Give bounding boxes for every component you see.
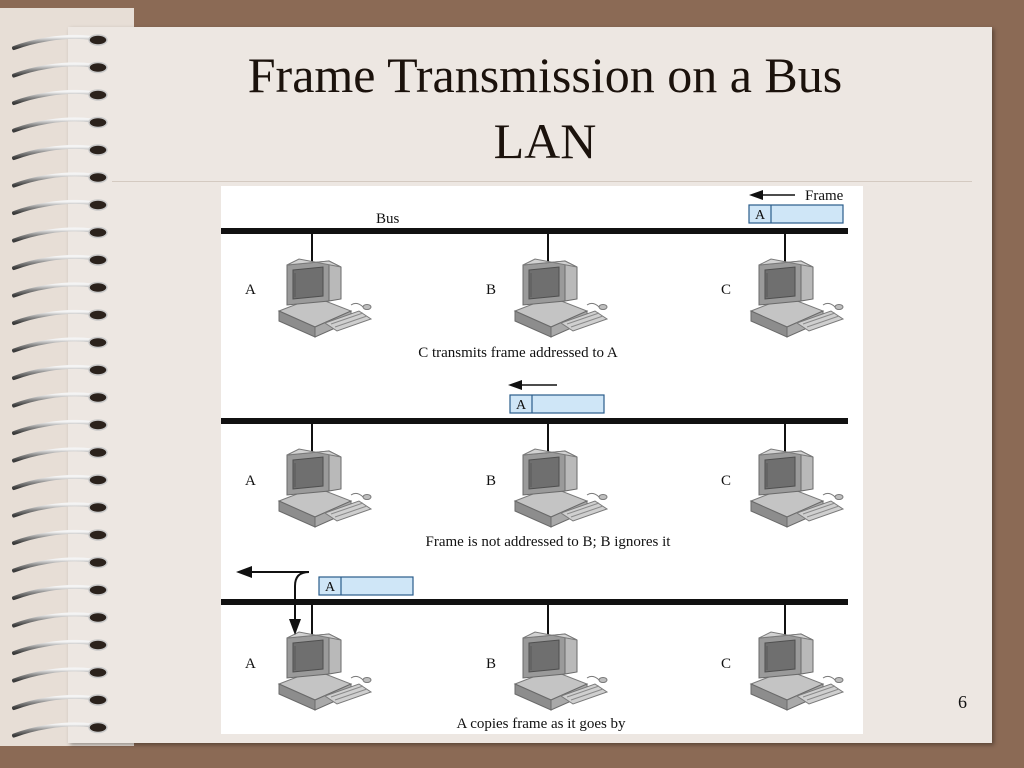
binding-coil — [12, 309, 108, 325]
binding-coil — [12, 474, 108, 490]
station-label-b: B — [486, 473, 496, 489]
frame-box — [509, 394, 605, 414]
binding-coil — [12, 556, 108, 573]
binding-coil — [12, 721, 108, 738]
binding-coil — [12, 61, 108, 78]
slide-title: Frame Transmission on a Bus LAN — [130, 42, 960, 174]
bus-label: Bus — [376, 211, 400, 227]
binding-coil — [12, 501, 108, 518]
bus-lan-diagram: Bus A B C A Frame C transmits frame addr… — [221, 188, 848, 732]
panel-1: Bus A B C A Frame C transmits frame addr… — [221, 188, 848, 361]
arrow-left-icon — [236, 566, 252, 578]
station-label-b: B — [486, 656, 496, 672]
frame-label: Frame — [805, 188, 844, 204]
title-line-2: LAN — [493, 113, 597, 169]
station-label-b: B — [486, 282, 496, 298]
binding-coil — [12, 254, 108, 270]
binding-coil — [12, 611, 108, 628]
station-label-a: A — [245, 656, 256, 672]
frame-box — [748, 204, 844, 224]
frame-box — [318, 576, 414, 596]
caption-1: C transmits frame addressed to A — [418, 345, 618, 361]
binding-coil — [12, 584, 108, 600]
frame-address: A — [516, 398, 527, 413]
computer-b — [514, 258, 608, 338]
binding-coil — [12, 281, 108, 298]
computer-a — [278, 448, 372, 528]
binding-coil — [12, 226, 108, 243]
computer-c — [750, 448, 844, 528]
arrow-left-icon — [749, 190, 763, 200]
computer-a — [278, 258, 372, 338]
panel-3: A B C A A copies frame as it goes by — [221, 566, 848, 732]
spiral-binding — [12, 34, 108, 738]
frame-copy-arrow-line — [294, 571, 310, 622]
binding-coil — [12, 171, 108, 188]
binding-coil — [12, 446, 108, 463]
binding-coil — [12, 666, 108, 683]
binding-coil — [12, 364, 108, 380]
panel-2: A B C A Frame is not addressed to B; B i… — [221, 380, 848, 550]
title-divider — [112, 181, 972, 182]
binding-coil — [12, 529, 108, 545]
binding-coil — [12, 336, 108, 353]
station-label-c: C — [721, 473, 731, 489]
binding-coil — [12, 694, 108, 710]
station-label-a: A — [245, 473, 256, 489]
binding-coil — [12, 116, 108, 133]
page-number: 6 — [958, 692, 967, 712]
station-label-c: C — [721, 656, 731, 672]
title-line-1: Frame Transmission on a Bus — [247, 47, 843, 103]
binding-coil — [12, 639, 108, 655]
binding-coil — [12, 391, 108, 408]
frame-address: A — [755, 208, 766, 223]
computer-c — [750, 258, 844, 338]
computer-a — [278, 631, 372, 711]
binding-coil — [12, 199, 108, 215]
station-label-c: C — [721, 282, 731, 298]
computer-c — [750, 631, 844, 711]
caption-3: A copies frame as it goes by — [456, 716, 626, 732]
bus-lan-figure: Bus A B C A Frame C transmits frame addr… — [221, 186, 863, 734]
computer-b — [514, 448, 608, 528]
frame-address: A — [325, 580, 336, 595]
binding-coil — [12, 144, 108, 160]
binding-coil — [12, 89, 108, 105]
station-label-a: A — [245, 282, 256, 298]
arrow-down-icon — [289, 619, 301, 635]
computer-b — [514, 631, 608, 711]
caption-2: Frame is not addressed to B; B ignores i… — [426, 534, 672, 550]
binding-coil — [12, 419, 108, 435]
arrow-left-icon — [508, 380, 522, 390]
binding-coil — [12, 34, 108, 50]
